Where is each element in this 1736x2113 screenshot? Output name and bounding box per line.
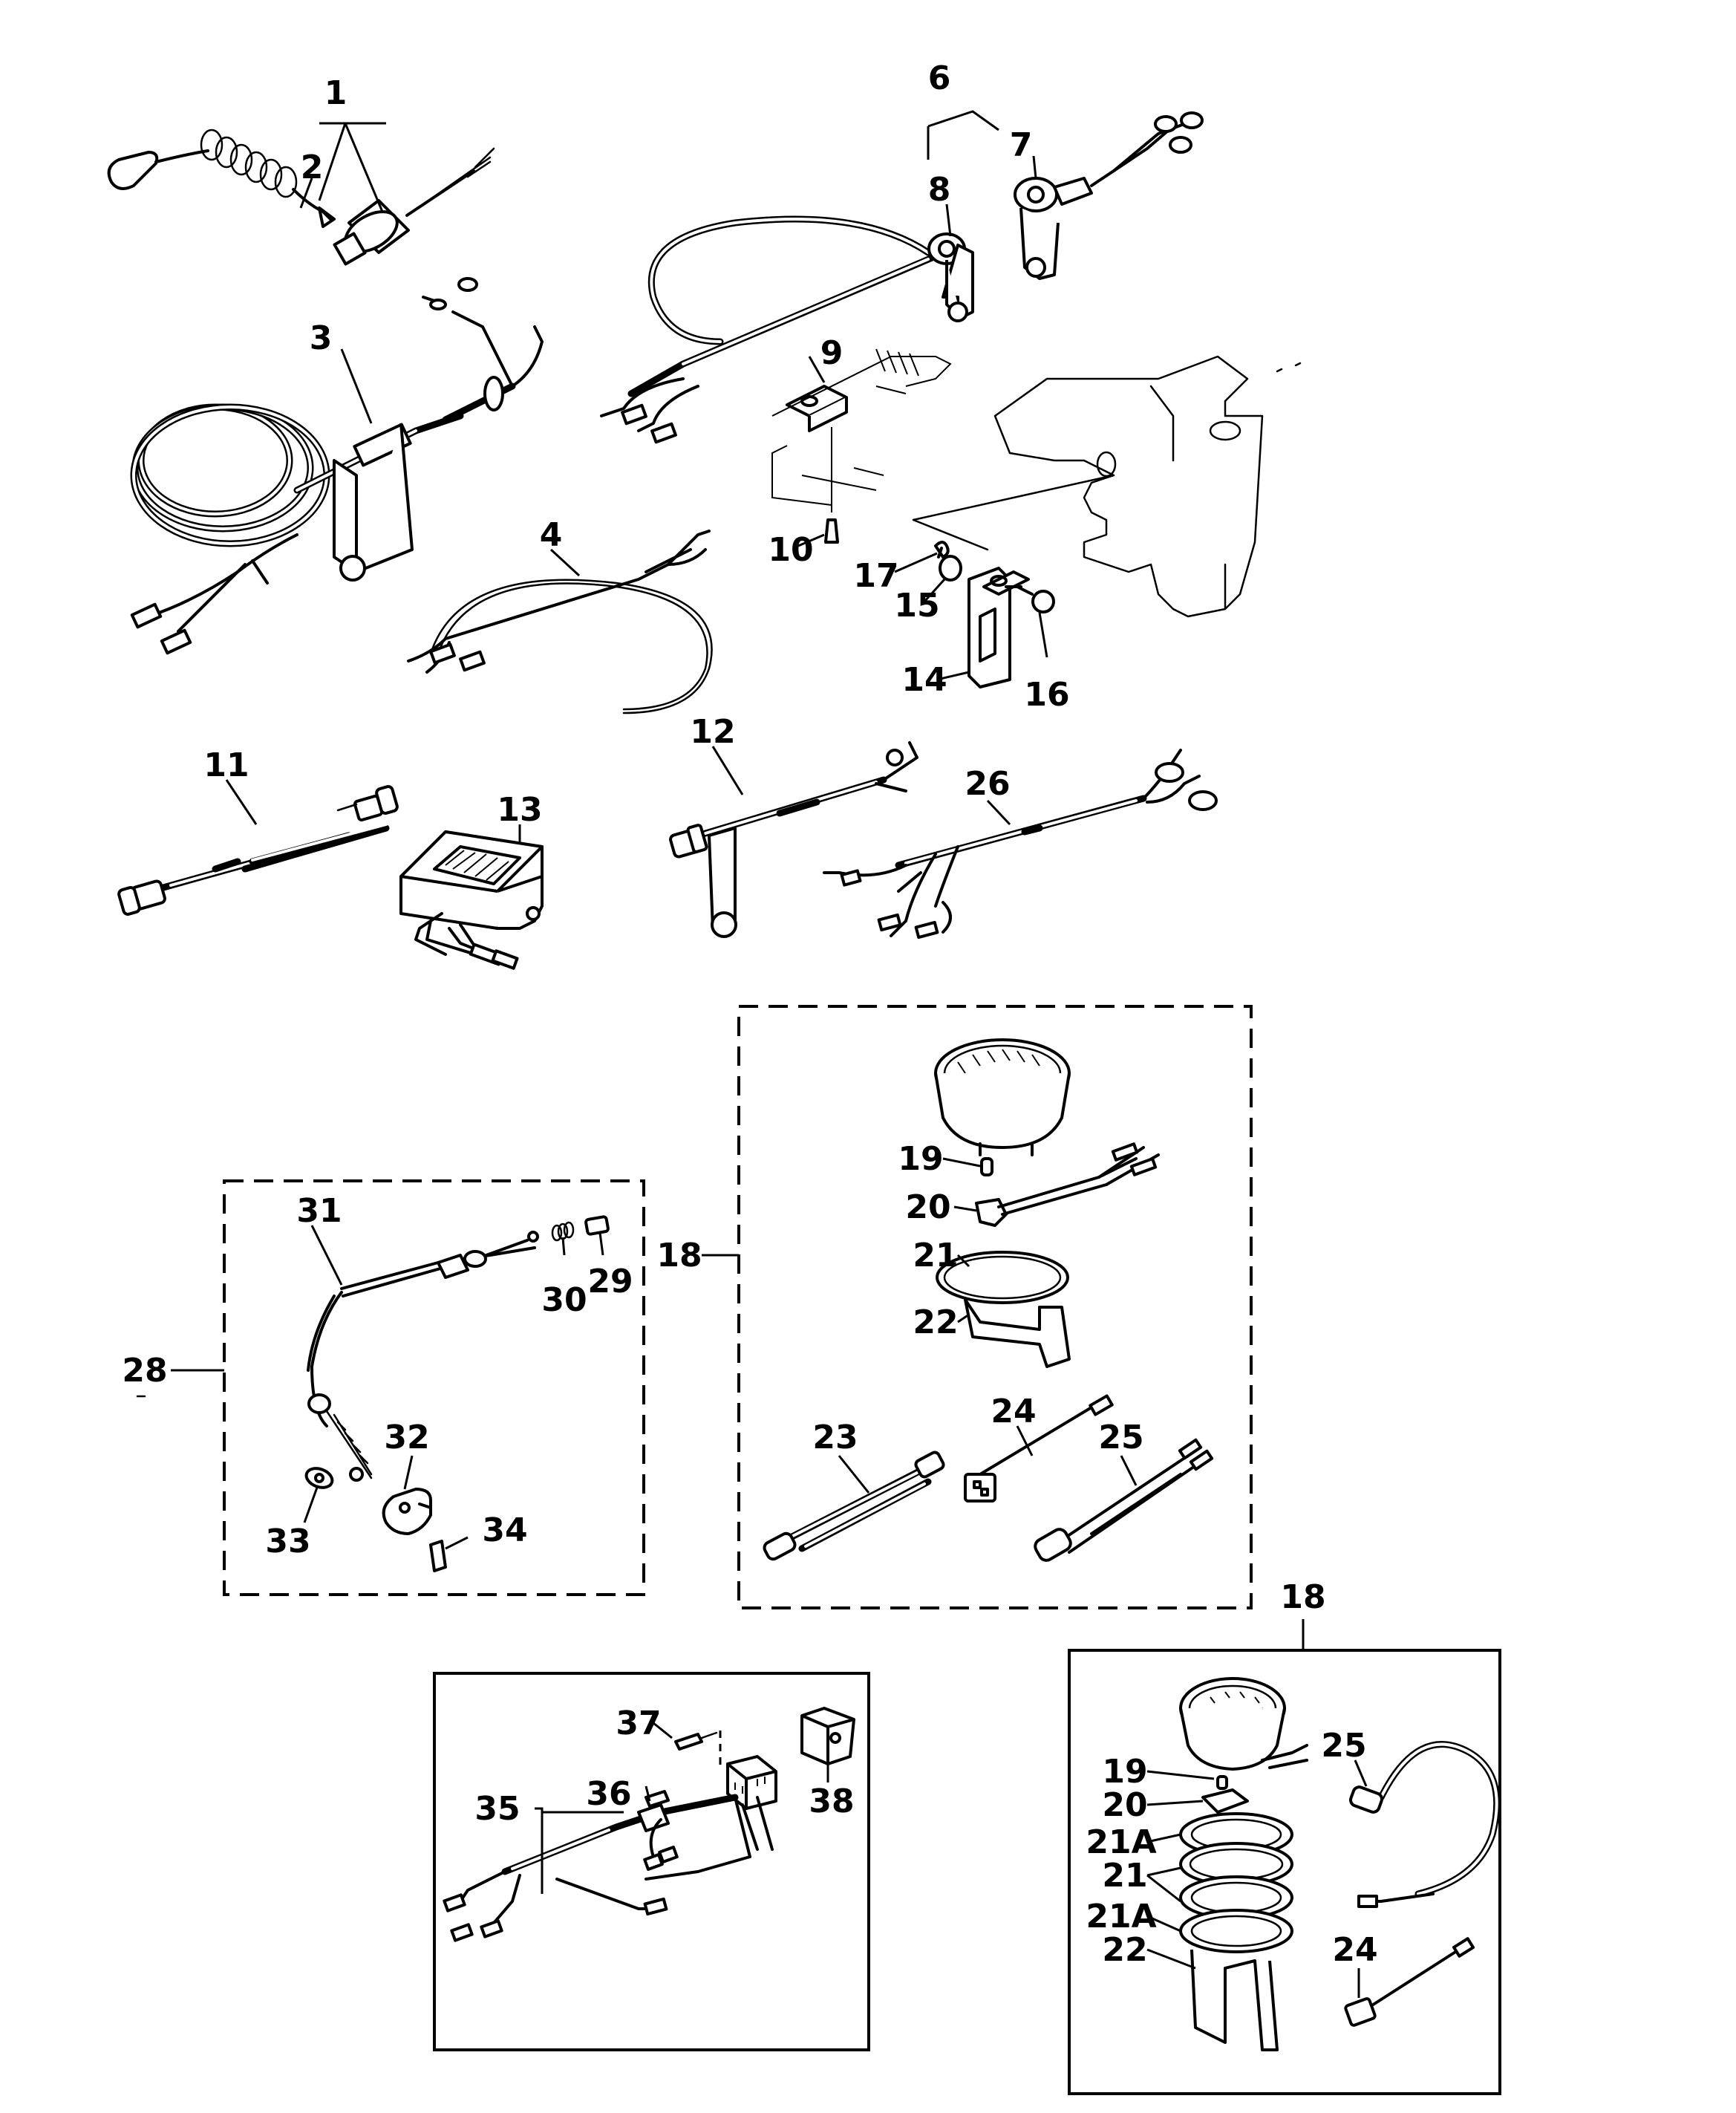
part-engine-mount xyxy=(993,355,1264,618)
callout-1: 1 xyxy=(324,74,347,112)
kit-35-box xyxy=(433,1672,870,2051)
callout-12: 12 xyxy=(690,713,735,751)
part-main-harness xyxy=(823,749,1218,940)
part-harness-loop xyxy=(407,530,713,714)
callout-6: 6 xyxy=(928,59,951,97)
callout-16: 16 xyxy=(1024,676,1069,714)
callout-20b: 20 xyxy=(1102,1786,1147,1824)
callout-35: 35 xyxy=(474,1790,520,1828)
callout-18a: 18 xyxy=(656,1237,702,1274)
callout-36: 36 xyxy=(586,1775,631,1813)
callout-3: 3 xyxy=(310,319,333,357)
callout-33: 33 xyxy=(265,1523,310,1560)
callout-20a: 20 xyxy=(905,1188,950,1226)
callout-31: 31 xyxy=(296,1192,342,1230)
callout-22a: 22 xyxy=(913,1303,958,1341)
callout-21A-lower: 21A xyxy=(1086,1898,1156,1935)
part-ignition-harness xyxy=(130,277,544,655)
part-gauge-18b xyxy=(1179,1677,1308,2051)
part-starter-harness xyxy=(669,741,918,938)
callout-25b: 25 xyxy=(1321,1727,1366,1765)
callout-13: 13 xyxy=(497,791,542,829)
callout-29: 29 xyxy=(587,1263,633,1300)
callout-11: 11 xyxy=(203,746,249,784)
callout-17: 17 xyxy=(853,557,898,595)
part-lead-24b xyxy=(1344,1937,1475,2027)
callout-30: 30 xyxy=(541,1281,587,1319)
callout-37: 37 xyxy=(616,1705,661,1742)
callout-7: 7 xyxy=(1010,126,1033,164)
callout-24b: 24 xyxy=(1332,1931,1377,1969)
callout-8: 8 xyxy=(928,171,951,209)
callout-21b: 21 xyxy=(1102,1857,1147,1895)
part-stop-switch-8 xyxy=(600,215,974,444)
part-clamp-9 xyxy=(771,348,952,544)
callout-14: 14 xyxy=(901,661,947,699)
callout-22b: 22 xyxy=(1102,1931,1147,1969)
callout-labels: 1 2 3 4 6 7 8 9 10 11 12 13 14 15 16 17 … xyxy=(122,59,1377,1969)
kit-28-box xyxy=(223,1179,645,1596)
callout-10: 10 xyxy=(768,531,813,569)
callout-25a: 25 xyxy=(1098,1419,1143,1456)
part-module-13 xyxy=(399,830,544,970)
callout-21A-upper: 21A xyxy=(1086,1823,1156,1861)
callout-32: 32 xyxy=(384,1419,429,1456)
callout-26: 26 xyxy=(965,765,1010,803)
callout-15: 15 xyxy=(894,587,939,625)
callout-24a: 24 xyxy=(991,1393,1036,1430)
part-stop-switch-lanyard xyxy=(107,128,495,266)
callout-23: 23 xyxy=(812,1419,858,1456)
part-extension-harness xyxy=(117,785,399,916)
callout-38: 38 xyxy=(809,1782,854,1820)
part-lead-25b xyxy=(1349,1741,1501,1908)
part-neutral-switch-harness xyxy=(443,1707,855,1942)
callout-2: 2 xyxy=(301,149,324,186)
part-harness-23 xyxy=(763,1451,945,1561)
part-bracket-14 xyxy=(934,541,1055,688)
callout-9: 9 xyxy=(820,334,843,372)
callout-21a: 21 xyxy=(913,1237,958,1274)
part-tachometer-gauge xyxy=(934,1038,1160,1368)
callout-19b: 19 xyxy=(1102,1753,1147,1791)
kit-18-box xyxy=(737,1005,1253,1609)
part-throttle-cable xyxy=(304,1215,610,1572)
callout-19a: 19 xyxy=(898,1140,943,1178)
part-lead-24a xyxy=(964,1394,1114,1502)
part-lead-25a xyxy=(1034,1438,1214,1562)
callout-18b: 18 xyxy=(1280,1578,1325,1616)
callout-34: 34 xyxy=(482,1511,527,1549)
kit-18b-box xyxy=(1068,1649,1501,2095)
callout-4: 4 xyxy=(540,516,563,554)
callout-28: 28 xyxy=(122,1352,167,1390)
part-stop-switch-7 xyxy=(1014,111,1204,280)
